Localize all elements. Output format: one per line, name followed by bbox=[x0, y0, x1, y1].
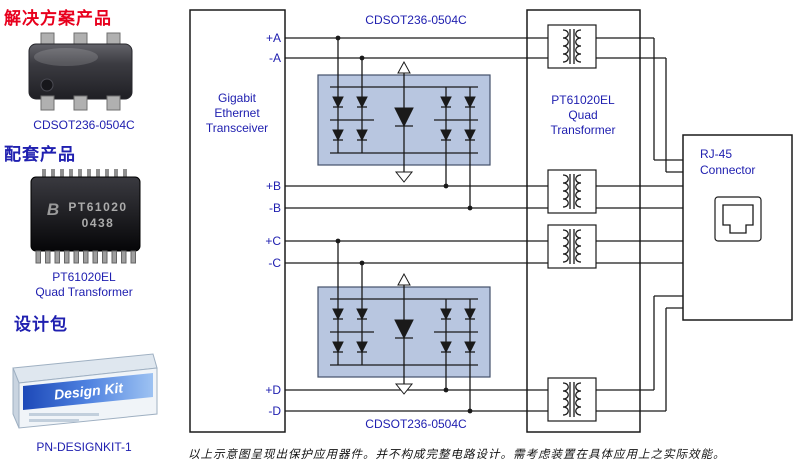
transformer-part-label-line1: PT61020EL bbox=[52, 270, 116, 284]
sidebar-heading-solutions: 解决方案产品 bbox=[4, 9, 112, 28]
chip-pins-bottom bbox=[40, 95, 121, 111]
transceiver-label-line3: Transceiver bbox=[206, 121, 268, 135]
top-part-label: CDSOT236-0504C bbox=[365, 13, 467, 27]
transformer-pins-bottom bbox=[35, 250, 136, 264]
kit-sticker-text: Design Kit bbox=[53, 379, 125, 402]
footnote: 以上示意图呈现出保护应用器件。并不构成完整电路设计。需考虑装置在具体应用上之实际… bbox=[188, 449, 726, 461]
sidebar-heading-designkit: 设计包 bbox=[14, 315, 68, 334]
transformer-icon-3 bbox=[547, 224, 597, 269]
bottom-part-label: CDSOT236-0504C bbox=[365, 417, 467, 431]
transformer-marking-line1: PT61020 bbox=[68, 200, 127, 214]
rj45-jack-icon bbox=[714, 196, 762, 242]
pin-label-b-neg: -B bbox=[269, 201, 281, 215]
signal-wires bbox=[285, 37, 548, 412]
quad-transformer-label-line2: Quad bbox=[568, 108, 597, 122]
tvs-array-top bbox=[317, 61, 491, 183]
quad-transformer-label-line1: PT61020EL bbox=[551, 93, 615, 107]
pin-label-a-pos: +A bbox=[266, 31, 281, 45]
output-wires bbox=[596, 37, 683, 412]
quad-transformer-label-line3: Transformer bbox=[551, 123, 616, 137]
transformer-icon-4 bbox=[547, 377, 597, 422]
pin-label-b-pos: +B bbox=[266, 179, 281, 193]
transceiver-label-line2: Ethernet bbox=[214, 106, 260, 120]
design-kit-photo: Design Kit bbox=[12, 353, 158, 429]
transformer-pins-top bbox=[42, 169, 127, 180]
pin-labels: +A -A +B -B +C -C +D -D bbox=[265, 31, 281, 418]
transformer-icon-1 bbox=[547, 24, 597, 69]
sidebar-heading-companion: 配套产品 bbox=[4, 145, 76, 164]
junction-dots bbox=[335, 35, 473, 414]
rj45-label-line1: RJ-45 bbox=[700, 147, 732, 161]
chip-photo bbox=[28, 32, 133, 111]
pin-label-d-pos: +D bbox=[265, 383, 281, 397]
quad-transformer-block bbox=[526, 9, 641, 433]
tvs-array-bottom bbox=[317, 273, 491, 395]
bourns-logo: B bbox=[47, 200, 59, 219]
kit-label-band bbox=[23, 373, 153, 410]
transformer-marking-line2: 0438 bbox=[82, 216, 115, 230]
transceiver-label-line1: Gigabit bbox=[218, 91, 257, 105]
pin-label-a-neg: -A bbox=[269, 51, 281, 65]
application-circuit-diagram: CDSOT236-0504C CDSOT236-0504C Gigabit Et… bbox=[189, 9, 793, 433]
product-sidebar: 解决方案产品 CDSOT236-0504C 配套产品 bbox=[0, 0, 185, 465]
transformer-icon-2 bbox=[547, 169, 597, 214]
tvs-tap-stubs bbox=[337, 38, 471, 411]
pin-label-c-neg: -C bbox=[268, 256, 281, 270]
transformer-photo: B PT61020 0438 bbox=[30, 169, 141, 264]
transformer-part-label-line2: Quad Transformer bbox=[35, 285, 133, 299]
chip-part-label: CDSOT236-0504C bbox=[33, 118, 135, 132]
pin-label-d-neg: -D bbox=[268, 404, 281, 418]
kit-label-fineprint bbox=[29, 413, 99, 416]
chip-pin1-dimple bbox=[40, 78, 54, 92]
design-kit-part-label: PN-DESIGNKIT-1 bbox=[36, 440, 132, 454]
rj45-label-line2: Connector bbox=[700, 163, 755, 177]
pin-label-c-pos: +C bbox=[265, 234, 281, 248]
transceiver-block bbox=[189, 9, 286, 433]
chip-highlight bbox=[34, 48, 98, 66]
